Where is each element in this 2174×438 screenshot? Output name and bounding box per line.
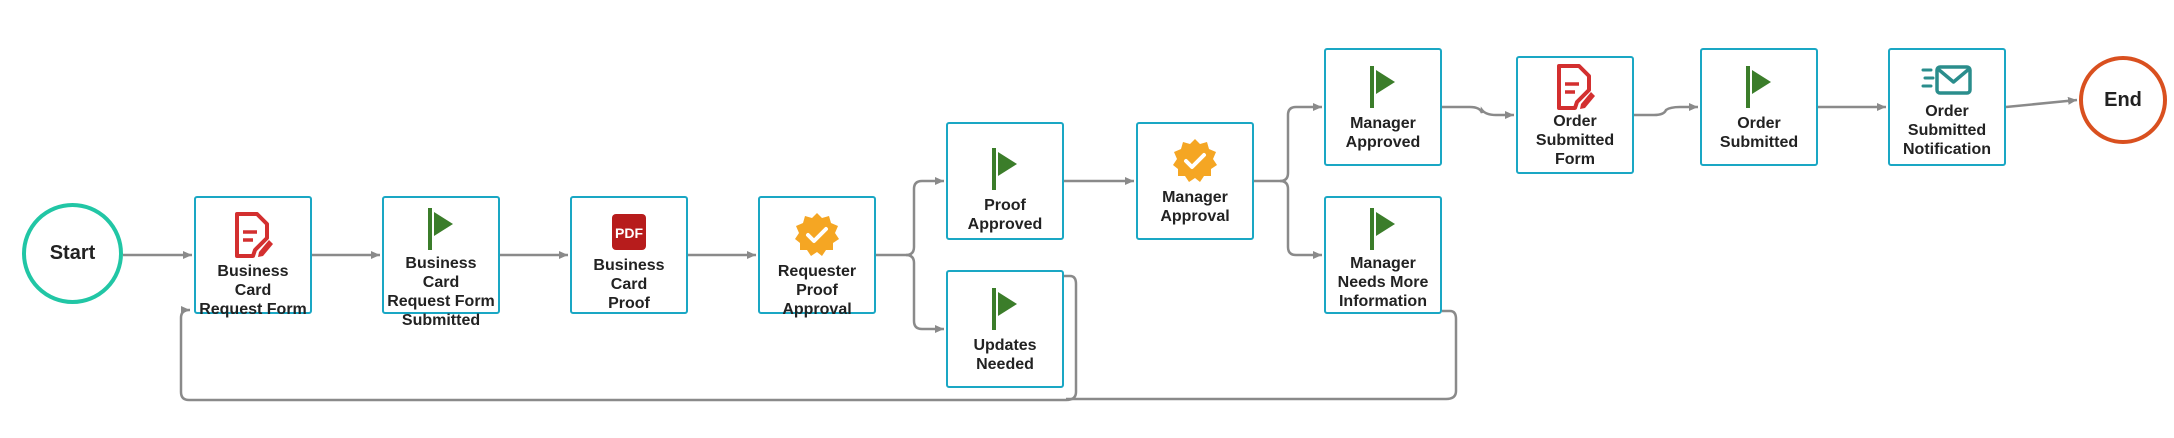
node-order-submitted-notification[interactable]: Order Submitted Notification — [1888, 48, 2006, 166]
pdf-icon: PDF — [612, 214, 646, 250]
connector-requester-to-updates-needed — [905, 253, 944, 333]
end-label: End — [2104, 88, 2142, 111]
node-manager-approved[interactable]: Manager Approved — [1324, 48, 1442, 166]
svg-text:PDF: PDF — [615, 225, 643, 241]
connector-approved-to-order-form — [1442, 105, 1514, 119]
flag-icon — [1370, 66, 1395, 108]
node-business-card-request-form[interactable]: Business Card Request Form — [194, 196, 312, 318]
end-event[interactable]: End — [2079, 56, 2167, 144]
approval-badge-icon — [1173, 139, 1217, 182]
flag-icon — [428, 208, 453, 250]
node-label: Order Submitted Notification — [1903, 103, 1991, 158]
node-business-card-request-form-submitted[interactable]: Business Card Request Form Submitted — [382, 196, 500, 329]
connector-manager-approval-to-approved — [1254, 103, 1322, 183]
node-proof-approved[interactable]: Proof Approved — [946, 122, 1064, 240]
node-order-submitted-form[interactable]: Order Submitted Form — [1516, 56, 1634, 174]
mail-icon — [1921, 65, 1972, 95]
node-requester-proof-approval[interactable]: Requester Proof Approval — [758, 196, 876, 318]
connector-manager-approval-to-needs-info — [1279, 179, 1322, 259]
node-label: Requester Proof Approval — [777, 263, 857, 318]
node-label: Business Card Request Form Submitted — [387, 255, 495, 329]
node-manager-needs-more-information[interactable]: Manager Needs More Information — [1324, 196, 1442, 314]
node-label: Manager Approval — [1160, 189, 1230, 225]
node-label: Manager Needs More Information — [1337, 255, 1429, 310]
form-icon — [1557, 64, 1595, 110]
flag-icon — [1746, 66, 1771, 108]
node-label: Business Card Request Form — [199, 263, 307, 318]
node-label: Order Submitted Form — [1535, 113, 1615, 168]
connector-order-form-to-order-submitted — [1634, 103, 1698, 117]
node-business-card-proof[interactable]: PDF Business Card Proof — [570, 196, 688, 314]
node-label: Updates Needed — [973, 337, 1037, 373]
connector-requester-to-proof-approved — [876, 177, 944, 257]
start-label: Start — [49, 242, 96, 264]
node-label: Order Submitted — [1719, 115, 1799, 151]
form-icon — [235, 212, 273, 258]
node-order-submitted[interactable]: Order Submitted — [1700, 48, 1818, 166]
start-event[interactable]: Start — [22, 203, 123, 304]
flag-icon — [1370, 208, 1395, 250]
flag-icon — [992, 148, 1017, 190]
flag-icon — [992, 288, 1017, 330]
connector-notification-to-end — [2005, 96, 2078, 109]
node-manager-approval[interactable]: Manager Approval — [1136, 122, 1254, 240]
node-label: Business Card Proof — [593, 257, 665, 312]
node-label: Manager Approved — [1345, 115, 1421, 151]
node-label: Proof Approved — [967, 197, 1043, 233]
connector-needs-info-loop-back — [1066, 309, 1458, 401]
approval-badge-icon — [795, 213, 839, 256]
node-updates-needed[interactable]: Updates Needed — [946, 270, 1064, 388]
